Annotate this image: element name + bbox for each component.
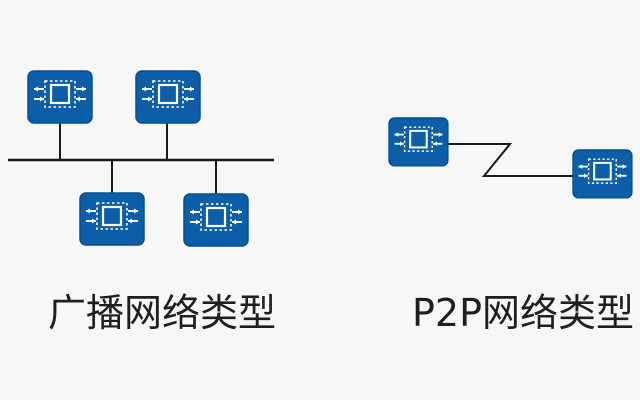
p2p-network (387, 116, 633, 199)
router-switch-icon (387, 116, 449, 167)
broadcast-network-label: 广播网络类型 (48, 291, 277, 335)
router-switch-icon (78, 191, 146, 247)
broadcast-network (8, 69, 274, 248)
router-switch-icon (26, 69, 94, 125)
router-switch-icon (571, 148, 633, 199)
router-switch-icon (134, 69, 202, 125)
router-switch-icon (182, 192, 250, 248)
p2p-link-line (448, 143, 574, 177)
p2p-network-label: P2P网络类型 (412, 291, 635, 335)
